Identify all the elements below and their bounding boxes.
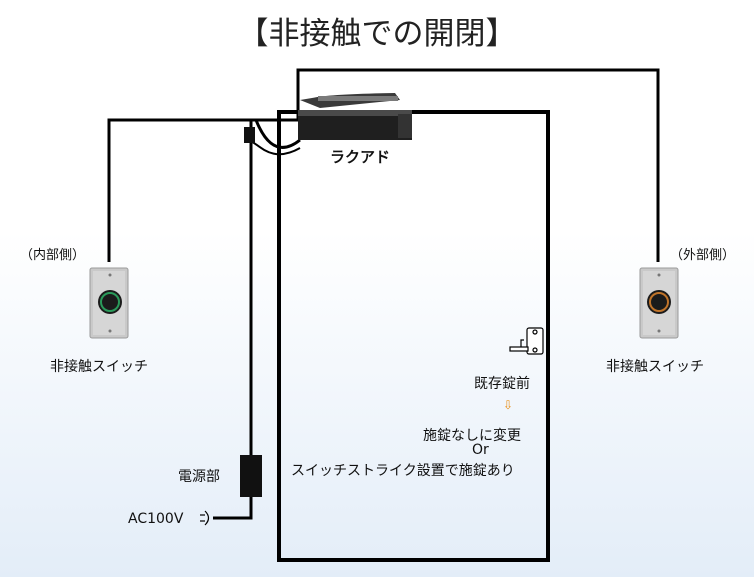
change-label-or: Or	[472, 442, 489, 458]
door-frame	[277, 110, 550, 562]
page-title: 【非接触での開閉】	[237, 16, 517, 52]
switch-left-label: 非接触スイッチ	[50, 359, 148, 375]
power-cable-2	[247, 139, 301, 156]
wire-inner-switch	[107, 118, 300, 262]
switch-inner	[89, 267, 129, 339]
inner-side-label: （内部側）	[20, 248, 86, 263]
door-closer-device	[298, 93, 412, 140]
power-unit-label: 電源部	[178, 469, 220, 485]
plug-icon	[200, 510, 210, 526]
ac-label: AC100V	[128, 511, 184, 527]
change-label-2: スイッチストライク設置で施錠あり	[291, 463, 515, 479]
device-label: ラクアド	[330, 148, 391, 166]
lock-icon	[509, 327, 544, 355]
power-cable	[249, 118, 301, 455]
outer-side-label: （外部側）	[670, 248, 736, 263]
wire-ac	[213, 496, 253, 520]
lock-before-label: 既存錠前	[474, 376, 530, 392]
cable-connector	[244, 127, 255, 143]
wire-outer-switch	[296, 68, 660, 262]
switch-outer	[639, 267, 679, 339]
down-arrow-icon: ⇩	[503, 398, 514, 412]
switch-right-label: 非接触スイッチ	[606, 359, 704, 375]
power-unit-box	[240, 455, 262, 497]
change-label-1: 施錠なしに変更	[423, 428, 521, 444]
